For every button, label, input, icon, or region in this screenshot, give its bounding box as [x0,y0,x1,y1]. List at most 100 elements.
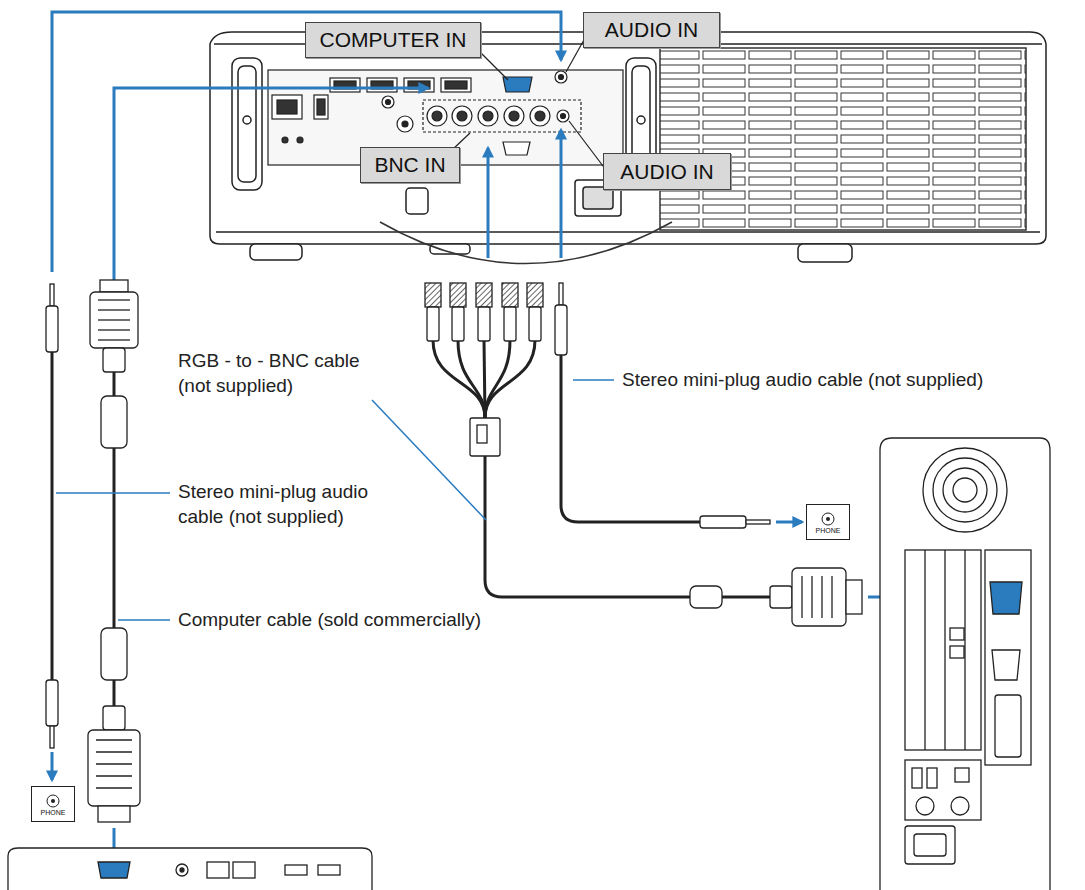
rear-panel [509,111,519,121]
rear-panel [404,78,434,92]
desktop-computer [985,550,1031,765]
computer-cable [113,448,116,628]
jack-symbol [45,793,61,809]
cable-label: Computer cable (sold commercially) [178,607,598,632]
computer-cable [113,680,116,706]
desktop-computer [880,438,1050,890]
rear-panel [555,71,567,83]
desktop-computer [933,458,997,522]
projector [637,116,645,124]
projector [250,244,302,260]
bnc-cable [427,307,439,341]
computer-cable [103,348,125,372]
computer-cable [90,292,138,348]
callout-leader [569,121,606,170]
rear-panel [504,106,524,126]
bnc-cable [504,307,516,341]
laptop [98,862,130,878]
audio-cable [50,284,54,306]
rear-panel [478,106,498,126]
rear-panel [445,81,467,89]
connection-arrow [776,521,802,524]
projector [406,188,428,214]
rear-panel [441,78,471,92]
audio-cable [46,680,58,726]
desktop-computer [905,826,955,864]
cable-label: RGB - to - BNC cable (not supplied) [178,348,388,398]
laptop [285,865,307,875]
computer-cable [98,299,130,300]
bnc-cable [690,586,722,608]
bnc-cable [476,283,492,307]
bnc-cable [485,456,690,597]
rear-panel [457,111,467,121]
jack-symbol [822,513,834,525]
rear-panel [277,100,297,114]
desktop-computer [916,797,934,815]
label-leader [372,400,486,520]
bnc-cable [502,283,518,307]
cable-label: Stereo mini-plug audio cable (not suppli… [622,367,1072,392]
port-name: COMPUTER IN [320,28,467,52]
projector [380,222,672,264]
bnc-cable [425,283,862,626]
computer-cable [101,628,127,680]
bnc-cable [529,307,541,341]
label-leader [56,492,170,494]
bnc-cable [433,340,485,418]
desktop-computer [950,628,964,640]
projector [243,116,251,124]
desktop-computer [950,646,964,658]
desktop-computer [927,768,937,788]
laptop [8,848,372,890]
desktop-computer [923,448,1007,532]
computer-cable [96,763,132,764]
jack-symbol [51,799,55,803]
bnc-cable [722,596,770,599]
desktop-computer [905,550,981,750]
label-leader [118,619,170,621]
audio-cable [700,516,746,528]
jack-label: PHONE [41,809,66,816]
bnc-cable [527,283,543,307]
laptop [176,864,188,876]
jack-symbol [47,795,59,807]
audio-cable [51,352,54,680]
rear-panel [427,106,447,126]
laptop [8,848,372,890]
connection-arrow [52,12,561,272]
rear-panel [386,100,391,105]
desktop-computer [951,797,969,815]
rear-panel [282,137,288,143]
cable-label: Stereo mini-plug audio cable (not suppli… [178,479,418,529]
rear-panel [559,75,564,80]
desktop-computer [992,650,1020,680]
port-callout: BNC IN [360,147,460,183]
port-callout: COMPUTER IN [305,22,481,58]
rear-panel [432,111,442,121]
rear-panel [503,142,530,155]
projector [232,58,262,190]
rear-panel [561,114,566,119]
laptop [233,862,255,878]
rear-panel [483,111,493,121]
connection-arrow [560,130,563,258]
computer-cable [96,775,132,776]
computer-cable [96,751,132,752]
computer-cable [88,730,140,806]
computer-cable [103,706,125,730]
bnc-cable [478,307,490,341]
jack-label: PHONE [816,527,841,534]
computer-cable [98,329,130,330]
audio-cable [555,305,567,355]
laptop [318,865,340,875]
connection-arrow [52,12,985,858]
bnc-cable [477,425,487,443]
desktop-computer [953,478,977,502]
phone-jack-label: PHONE [31,786,75,822]
computer-cable [98,339,130,340]
projector [660,48,1026,230]
projector [216,231,1040,233]
rear-panel [330,78,360,92]
